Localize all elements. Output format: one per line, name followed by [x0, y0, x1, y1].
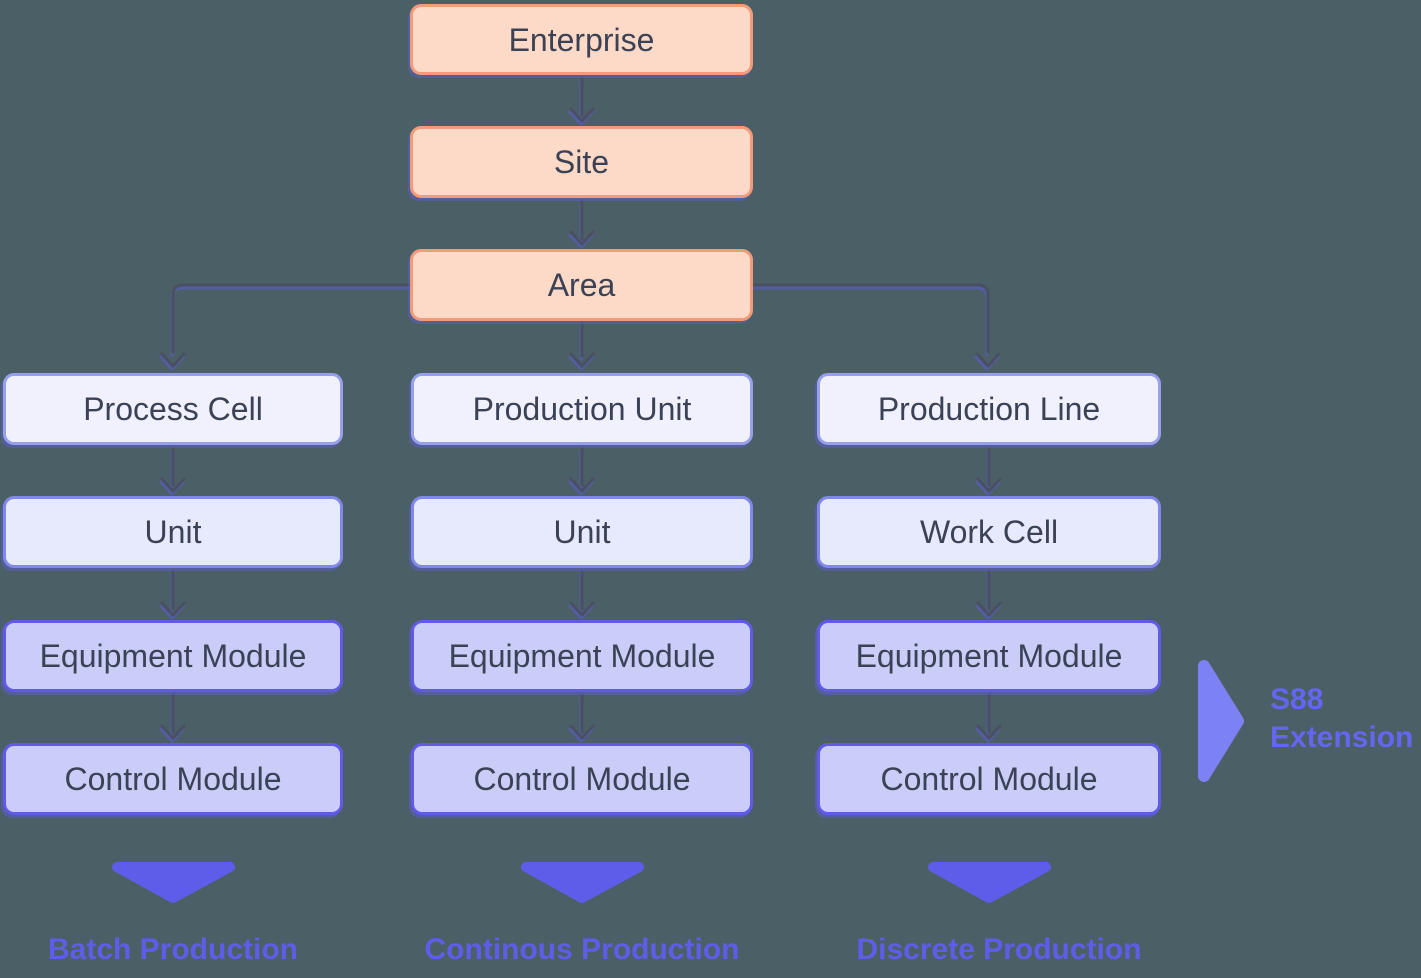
- node-enterprise: Enterprise: [410, 4, 753, 75]
- down-triangle-icon-continuous: [521, 862, 644, 903]
- node-process-cell: Process Cell: [3, 373, 343, 445]
- s88-extension-line2: Extension: [1270, 721, 1414, 754]
- node-control-module-continuous: Control Module: [411, 743, 753, 815]
- production-type-label-discrete: Discrete Production: [856, 933, 1142, 966]
- node-label: Work Cell: [919, 514, 1059, 550]
- node-unit-batch: Unit: [3, 496, 343, 568]
- node-control-module-batch: Control Module: [3, 743, 343, 815]
- node-label: Equipment Module: [448, 638, 716, 674]
- s88-extension-line1: S88: [1270, 683, 1324, 716]
- down-triangle-icon-batch: [112, 862, 235, 903]
- node-label: Production Unit: [472, 391, 692, 427]
- node-label: Control Module: [64, 761, 282, 797]
- production-type-label-continuous: Continous Production: [424, 933, 740, 966]
- node-equipment-module-continuous: Equipment Module: [411, 620, 753, 692]
- node-label: Unit: [144, 514, 202, 550]
- node-label: Enterprise: [508, 21, 655, 58]
- node-label: Site: [553, 144, 610, 180]
- node-label: Equipment Module: [855, 638, 1123, 674]
- production-type-label-batch: Batch Production: [47, 933, 298, 966]
- node-unit-continuous: Unit: [411, 496, 753, 568]
- node-control-module-discrete: Control Module: [817, 743, 1161, 815]
- node-equipment-module-batch: Equipment Module: [3, 620, 343, 692]
- node-production-line: Production Line: [817, 373, 1161, 445]
- node-site: Site: [410, 126, 753, 198]
- node-label: Process Cell: [83, 391, 263, 427]
- node-work-cell: Work Cell: [817, 496, 1161, 568]
- node-label: Area: [547, 267, 616, 303]
- node-label: Control Module: [880, 761, 1098, 797]
- node-label: Production Line: [877, 391, 1101, 427]
- node-equipment-module-discrete: Equipment Module: [817, 620, 1161, 692]
- down-triangle-icon-discrete: [928, 862, 1051, 903]
- node-label: Equipment Module: [39, 638, 307, 674]
- node-label: Unit: [553, 514, 611, 550]
- node-label: Control Module: [473, 761, 691, 797]
- s88-extension-label: S88 Extension: [1270, 681, 1413, 757]
- node-production-unit: Production Unit: [411, 373, 753, 445]
- node-area: Area: [410, 249, 753, 321]
- s88-extension-arrow-icon: [1198, 660, 1244, 782]
